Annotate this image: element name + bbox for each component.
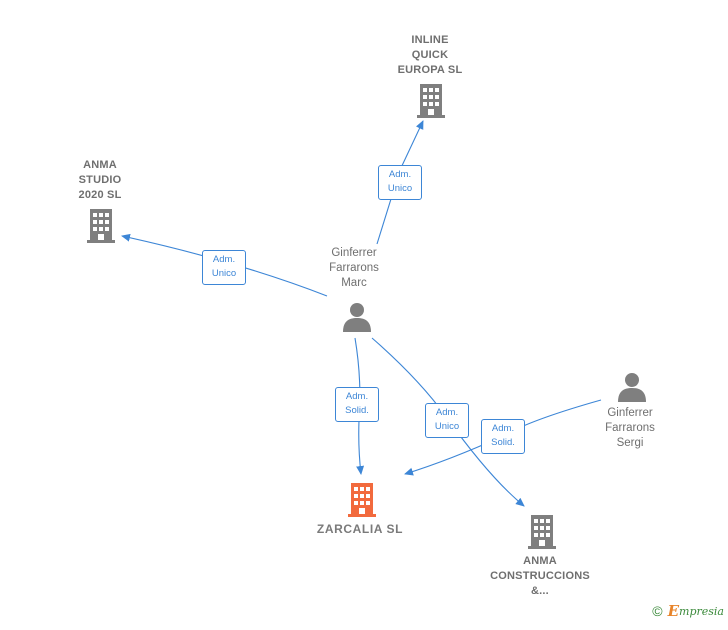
marc-person-icon[interactable] bbox=[343, 303, 371, 332]
brand-name: mpresia bbox=[679, 604, 724, 618]
zarcalia-label[interactable]: ZARCALIA SL bbox=[316, 522, 404, 536]
edge-label-anma-construcciones: Adm. Unico bbox=[425, 403, 469, 438]
brand-logo-initial: E bbox=[667, 602, 680, 620]
sergi-person-icon[interactable] bbox=[618, 373, 646, 402]
anma-construcciones-building-icon[interactable] bbox=[528, 515, 556, 549]
edge-label-inline-quick: Adm. Unico bbox=[378, 165, 422, 200]
anma-construcciones-label[interactable]: ANMA CONSTRUCCIONS &... bbox=[490, 555, 590, 597]
inline-quick-label[interactable]: INLINE QUICK EUROPA SL bbox=[397, 34, 463, 76]
edge-label-anma-studio: Adm. Unico bbox=[202, 250, 246, 285]
marc-label[interactable]: Ginferrer Farrarons Marc bbox=[329, 247, 379, 289]
zarcalia-building-icon[interactable] bbox=[348, 483, 376, 517]
edge-label-zarcalia-marc: Adm. Solid. bbox=[335, 387, 379, 422]
inline-quick-building-icon[interactable] bbox=[417, 84, 445, 118]
anma-studio-label[interactable]: ANMA STUDIO 2020 SL bbox=[78, 159, 122, 201]
sergi-label[interactable]: Ginferrer Farrarons Sergi bbox=[605, 407, 655, 449]
anma-studio-building-icon[interactable] bbox=[87, 209, 115, 243]
copyright-icon: © bbox=[652, 603, 663, 619]
edge-label-zarcalia-sergi: Adm. Solid. bbox=[481, 419, 525, 454]
